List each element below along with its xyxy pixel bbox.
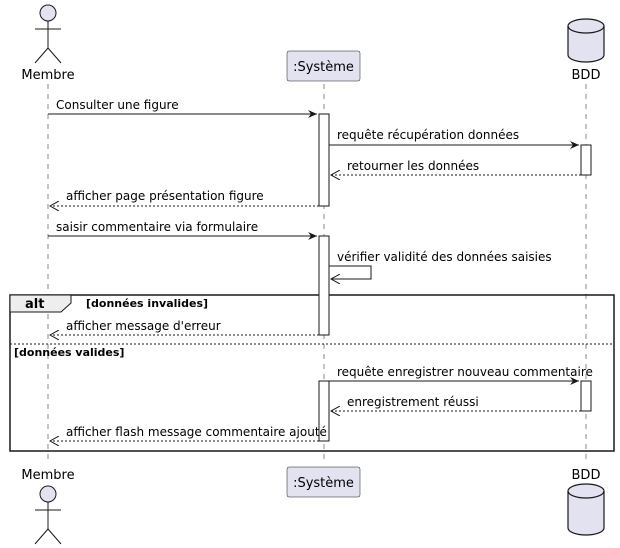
- participant-label-systeme: :Système: [293, 476, 354, 491]
- message-5: saisir commentaire via formulaire: [48, 220, 317, 240]
- message-1: Consulter une figure: [48, 98, 317, 118]
- message-3: retourner les données: [331, 159, 581, 175]
- alt-keyword: alt: [25, 297, 44, 312]
- alt-guard-invalid: [données invalides]: [86, 297, 208, 310]
- actor-membre-bottom: Membre: [21, 468, 75, 545]
- participant-label-bdd: BDD: [572, 68, 601, 83]
- message-2: requête récupération données: [329, 128, 579, 149]
- participant-systeme-top: :Système: [286, 50, 361, 82]
- message-label: afficher page présentation figure: [66, 189, 264, 203]
- actor-head-icon: [39, 485, 57, 503]
- participant-label-membre: Membre: [21, 468, 74, 483]
- alt-fragment: alt [données invalides] [données valides…: [9, 294, 615, 452]
- actor-head-icon: [39, 4, 57, 22]
- participant-label-membre: Membre: [21, 68, 74, 83]
- database-bdd-top: BDD: [567, 18, 605, 83]
- participant-systeme-bottom: :Système: [286, 466, 361, 498]
- message-7: afficher message d'erreur: [50, 319, 319, 335]
- message-label: requête récupération données: [337, 128, 519, 142]
- alt-fragment-tab: [9, 294, 72, 313]
- message-8: requête enregistrer nouveau commentaire: [329, 365, 593, 385]
- message-label: requête enregistrer nouveau commentaire: [337, 365, 593, 379]
- message-4: afficher page présentation figure: [50, 189, 319, 206]
- activation-systeme-2: [318, 235, 330, 336]
- message-label: saisir commentaire via formulaire: [56, 220, 258, 234]
- database-icon: [567, 18, 605, 63]
- message-label: afficher flash message commentaire ajout…: [66, 425, 327, 439]
- activation-systeme-1: [318, 113, 330, 207]
- actor-membre-top: Membre: [21, 4, 75, 83]
- message-label: enregistrement réussi: [347, 395, 479, 409]
- message-6-self: vérifier validité des données saisies: [329, 250, 552, 279]
- message-label: Consulter une figure: [56, 98, 179, 112]
- participant-label-bdd: BDD: [572, 468, 601, 483]
- activation-bdd-2: [580, 380, 592, 412]
- message-9: enregistrement réussi: [331, 395, 581, 411]
- database-bdd-bottom: BDD: [567, 468, 605, 536]
- activation-systeme-3: [318, 380, 330, 442]
- message-label: retourner les données: [347, 159, 479, 173]
- message-label: afficher message d'erreur: [66, 319, 221, 333]
- participant-label-systeme: :Système: [293, 60, 354, 75]
- database-icon: [567, 483, 605, 536]
- message-label: vérifier validité des données saisies: [337, 250, 552, 264]
- message-10: afficher flash message commentaire ajout…: [50, 425, 327, 441]
- alt-guard-valid: [données valides]: [14, 346, 124, 359]
- activation-bdd-1: [580, 144, 592, 176]
